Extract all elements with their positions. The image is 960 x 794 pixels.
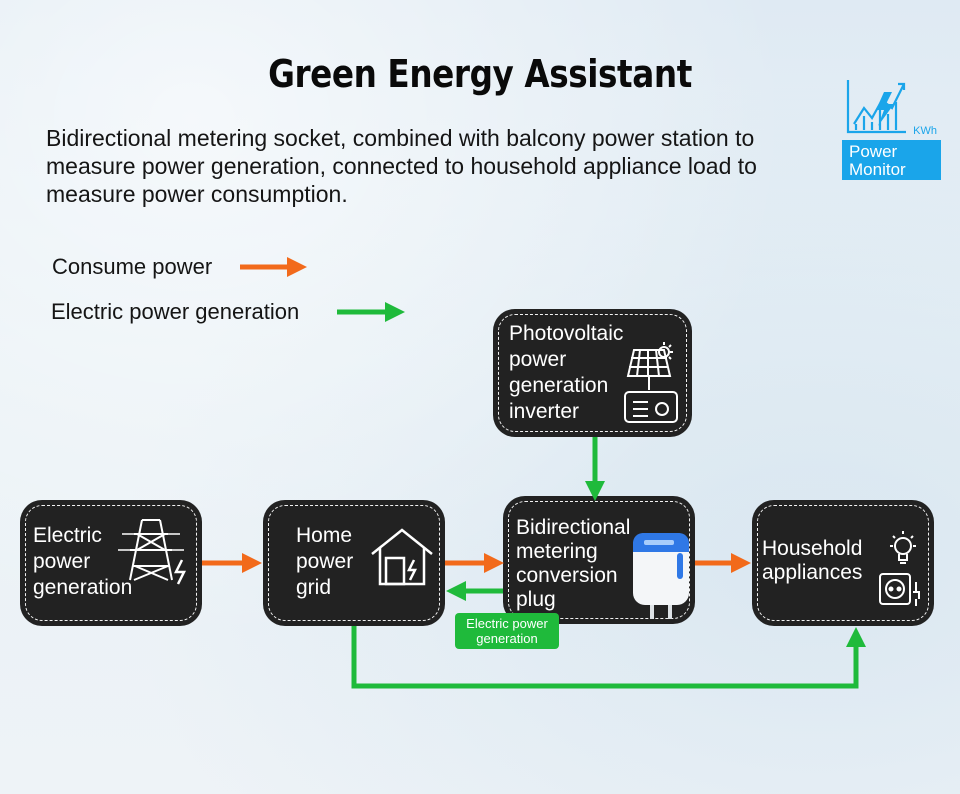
smart-plug-icon <box>633 533 689 619</box>
description: Bidirectional metering socket, combined … <box>46 125 757 207</box>
node-electric-power-generation: Electric power generation <box>20 500 202 626</box>
power-monitor-icon <box>846 80 906 134</box>
page-title: Green Energy Assistant <box>268 52 692 96</box>
arrow-grid-to-appliances <box>351 626 866 689</box>
power-monitor-badge: KWh Power Monitor <box>842 78 941 180</box>
node-home-power-grid: Home power grid <box>263 500 445 626</box>
house-icon <box>371 528 433 586</box>
legend-consume-label: Consume power <box>52 254 213 279</box>
power-tower-icon <box>118 519 187 585</box>
electric-power-generation-label: Electric power generation <box>455 613 559 649</box>
legend-generation-label: Electric power generation <box>51 299 300 324</box>
appliance-icon <box>879 531 920 606</box>
kwh-label: KWh <box>913 125 937 137</box>
power-monitor-label: Power Monitor <box>842 140 941 180</box>
solar-panel-icon <box>624 342 678 423</box>
